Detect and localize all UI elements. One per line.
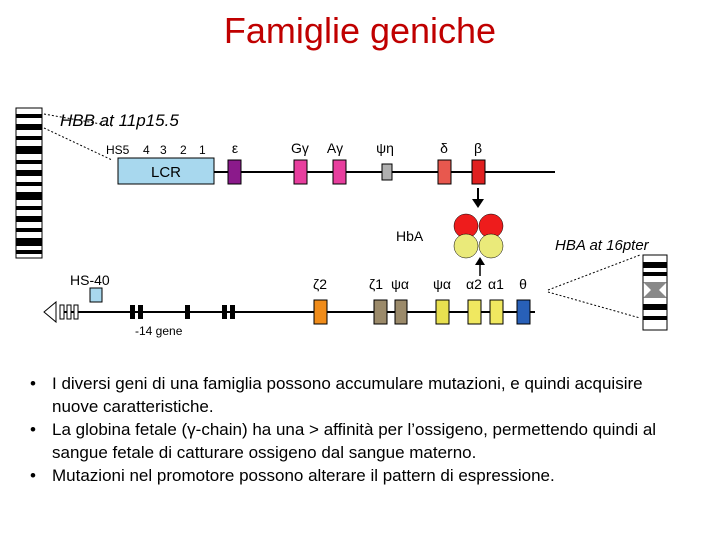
gene-alpha2 (467, 299, 482, 325)
telomere-marker (43, 300, 79, 324)
hba-locus-label: HBA at 16pter (555, 237, 650, 254)
hs-label-2: 2 (180, 143, 187, 157)
globin-gene-diagram: HBB at 11p15.5 HS5 4 3 2 1 LCR ε Gγ Aγ ψ… (15, 107, 668, 338)
gene-psi-alpha-2-label: ψα (433, 276, 451, 292)
gene-theta (516, 299, 531, 325)
gene-beta-label: β (474, 140, 482, 156)
gene-g-gamma-label: Gγ (291, 140, 309, 156)
hemoglobin-tetramer (453, 213, 504, 259)
gene-delta-label: δ (440, 140, 448, 156)
hs-label-1: 1 (199, 143, 206, 157)
hba-label: HbA (396, 228, 424, 244)
hs40-label: HS-40 (70, 272, 110, 288)
gene-psi-alpha-1-label: ψα (391, 276, 409, 292)
gene-psi-eta (381, 163, 393, 181)
gene-epsilon (227, 159, 242, 185)
hs-number-labels: HS5 4 3 2 1 (106, 143, 206, 157)
gene-zeta2 (313, 299, 328, 325)
alpha-to-hba-arrow (475, 257, 485, 276)
gene-g-gamma (293, 159, 308, 185)
lcr-label: LCR (151, 164, 181, 181)
hbb-locus-label: HBB at 11p15.5 (60, 111, 179, 130)
gene-alpha1 (489, 299, 504, 325)
gene-psi-alpha-1 (394, 299, 408, 325)
minus14-gene-label: -14 gene (135, 324, 183, 338)
gene-zeta1-label: ζ1 (369, 276, 383, 292)
bullet-item: La globina fetale (γ-chain) ha una > aff… (30, 418, 690, 464)
hs-label-5: HS5 (106, 143, 130, 157)
gene-zeta2-label: ζ2 (313, 276, 327, 292)
hs-label-4: 4 (143, 143, 150, 157)
bullet-list: I diversi geni di una famiglia possono a… (30, 372, 690, 487)
beta-to-hba-arrow (472, 188, 484, 208)
slide-title: Famiglie geniche (223, 10, 497, 51)
alpha-cluster-genes: ζ2 ζ1 ψα ψα α2 α1 θ (313, 276, 531, 325)
gene-psi-alpha-2 (435, 299, 450, 325)
bullet-item: I diversi geni di una famiglia possono a… (30, 372, 690, 418)
bullet-item: Mutazioni nel promotore possono alterare… (30, 464, 690, 487)
beta-cluster-genes: ε Gγ Aγ ψη δ β (227, 140, 486, 185)
gene-a-gamma (332, 159, 347, 185)
chromosome-11-ideogram (15, 107, 113, 259)
gene-epsilon-label: ε (232, 140, 238, 156)
gene-delta (437, 159, 452, 185)
gene-psi-eta-label: ψη (376, 140, 394, 156)
gene-alpha1-label: α1 (488, 276, 504, 292)
gene-a-gamma-label: Aγ (327, 140, 343, 156)
chromosome-16-ideogram (547, 254, 668, 331)
gene-zeta1 (373, 299, 388, 325)
hs40-box (89, 287, 103, 303)
hs-label-3: 3 (160, 143, 167, 157)
gene-theta-label: θ (519, 276, 527, 292)
lcr-box (117, 157, 215, 185)
gene-alpha2-label: α2 (466, 276, 482, 292)
minus14-gene-exons (130, 305, 235, 319)
gene-beta (471, 159, 486, 185)
